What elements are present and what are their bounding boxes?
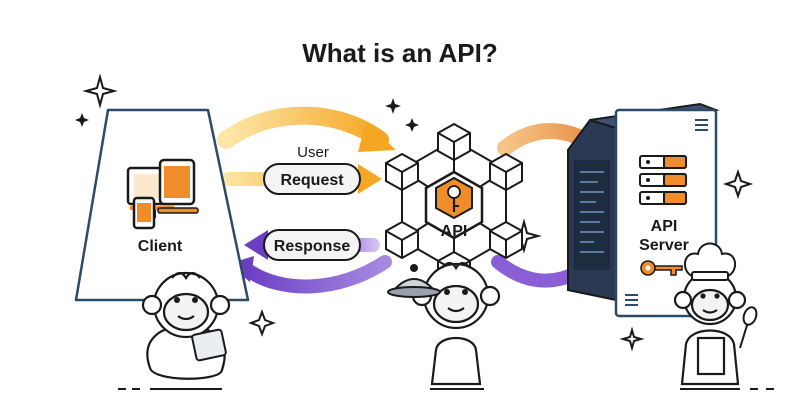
sparkle-icon bbox=[75, 73, 754, 352]
api-hub-label: API bbox=[441, 223, 468, 240]
tablet-icon bbox=[157, 158, 199, 214]
cloche-icon bbox=[387, 264, 441, 298]
response-label: Response bbox=[274, 238, 351, 255]
hub-cube bbox=[437, 122, 471, 162]
request-caption: User bbox=[297, 144, 329, 161]
spatula-icon bbox=[739, 306, 758, 349]
server-label-line2: Server bbox=[639, 237, 689, 254]
key-icon bbox=[640, 260, 683, 276]
menu-icon bbox=[625, 294, 638, 306]
tablet-icon bbox=[191, 328, 227, 362]
waiter-monkey bbox=[411, 261, 501, 386]
hub-cube bbox=[489, 152, 523, 192]
server-label-line1: API bbox=[651, 218, 678, 235]
menu-icon bbox=[695, 119, 708, 131]
api-hub bbox=[385, 122, 523, 290]
client-monkey bbox=[141, 271, 231, 380]
hub-cube bbox=[385, 152, 419, 192]
hub-cube bbox=[385, 220, 419, 260]
server-rack-icon bbox=[639, 155, 687, 205]
request-label: Request bbox=[280, 172, 344, 189]
request-pill: Request bbox=[263, 163, 361, 195]
hub-cube bbox=[489, 220, 523, 260]
page-title: What is an API? bbox=[302, 38, 498, 68]
response-pill: Response bbox=[263, 229, 361, 261]
chef-hat-icon bbox=[683, 242, 737, 281]
phone-icon bbox=[132, 196, 156, 230]
chef-monkey bbox=[673, 270, 747, 386]
client-label: Client bbox=[138, 238, 183, 255]
top-request-arrow bbox=[217, 106, 396, 152]
key-icon bbox=[435, 176, 473, 220]
